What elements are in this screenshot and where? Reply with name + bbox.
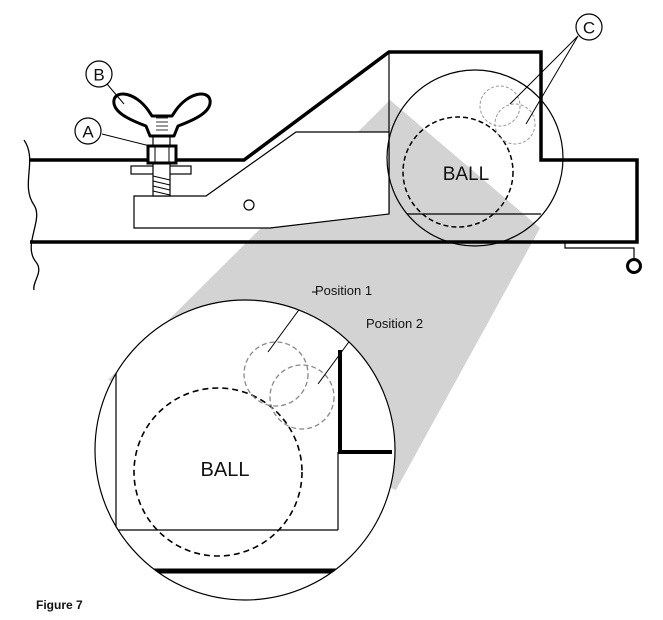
- magnifier-large-fill: [95, 300, 395, 600]
- ball-small-outline: [402, 116, 514, 228]
- callout-c: C: [583, 19, 595, 38]
- magnifier-small: [386, 69, 564, 247]
- callout-a-circle: [74, 117, 102, 145]
- break-line: [23, 139, 40, 291]
- figure-caption: Figure 7: [36, 598, 83, 612]
- callout-a: A: [82, 123, 94, 142]
- callout-b: B: [93, 66, 104, 85]
- nut: [146, 144, 178, 165]
- position-1-small: [479, 85, 521, 127]
- ball-large-outline: [133, 387, 303, 557]
- wing-nut: [112, 92, 212, 138]
- latch-lever: [133, 131, 390, 229]
- bolt-threads: [152, 175, 171, 196]
- callout-b-circle: [85, 60, 113, 88]
- callout-c-circle: [575, 13, 603, 41]
- magnifier-large: [94, 299, 396, 601]
- position-1-label: Position 1: [315, 283, 372, 298]
- hitch-hook: [564, 242, 635, 264]
- hitch-body: [30, 50, 639, 244]
- ball-label-detail: BALL: [201, 459, 250, 481]
- receiver-wall: [338, 350, 392, 454]
- pivot-pin: [243, 199, 255, 211]
- ball-label-main: BALL: [443, 164, 489, 185]
- position-2-large: [269, 364, 335, 430]
- position-2-small: [494, 103, 536, 145]
- position-2-label: Position 2: [366, 316, 423, 331]
- hook-eye: [626, 258, 642, 274]
- position-1-large: [243, 341, 309, 407]
